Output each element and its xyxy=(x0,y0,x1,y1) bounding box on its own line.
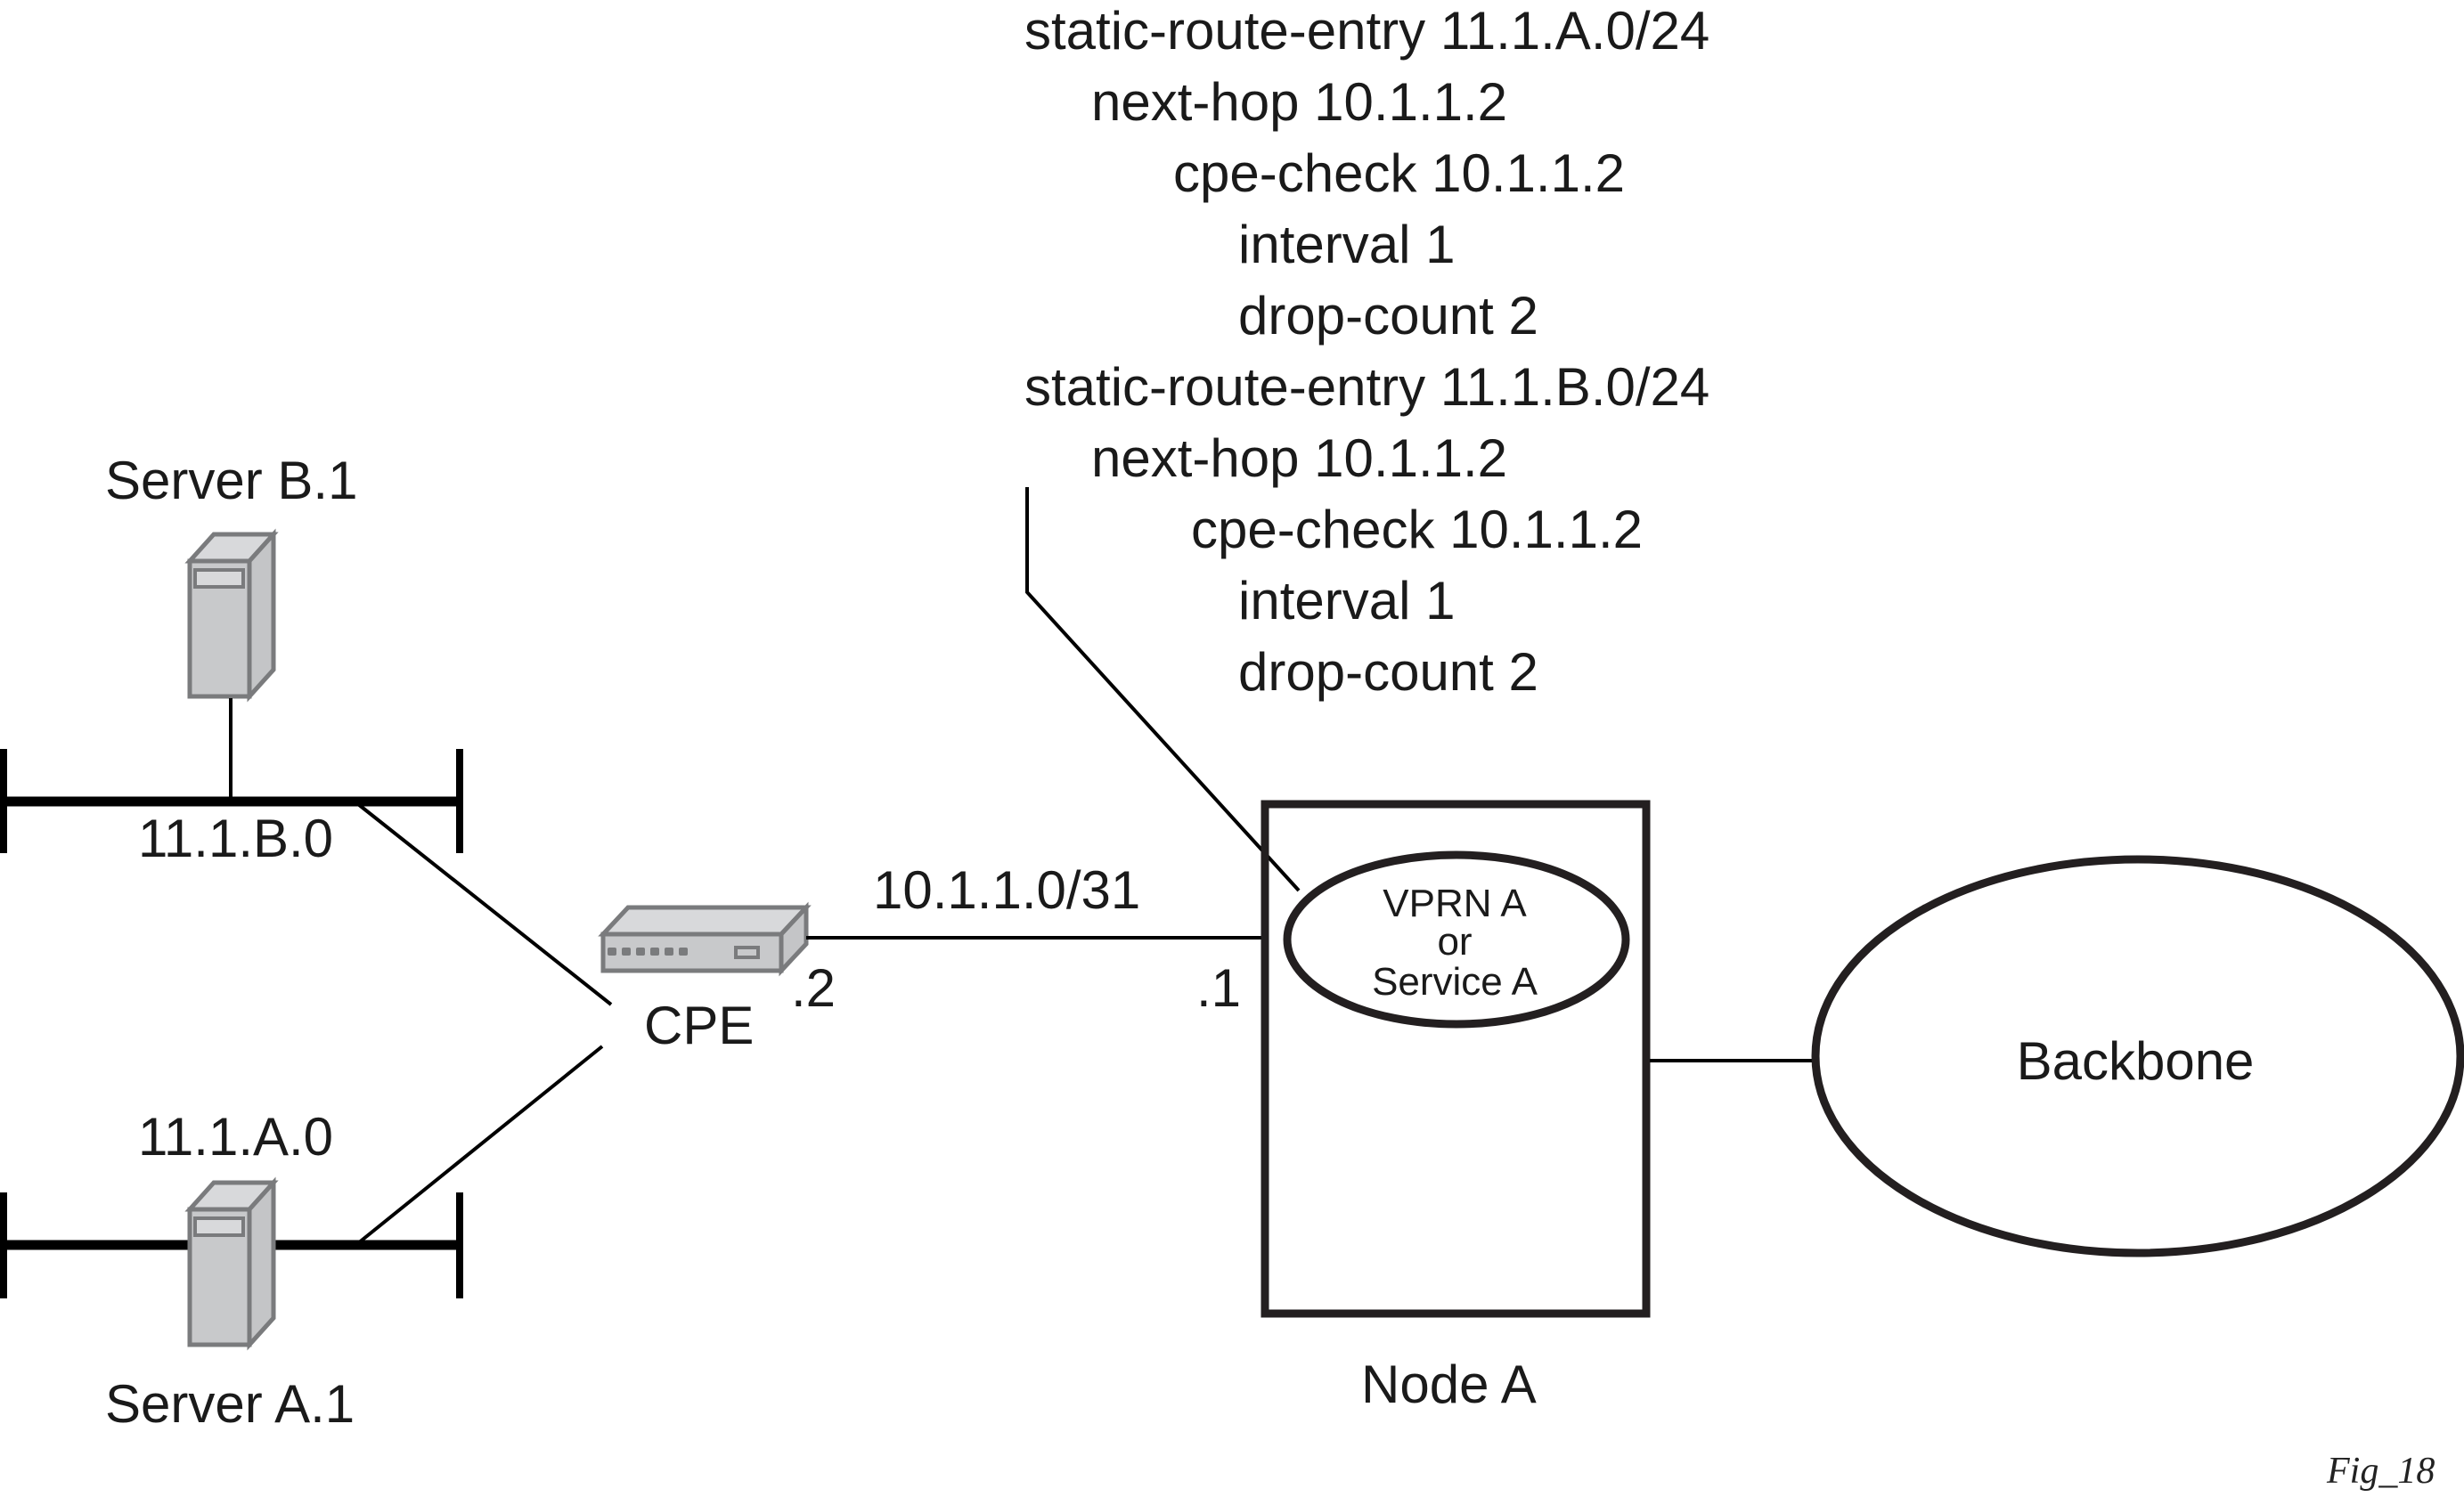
config-line-drop-count-b: drop-count 2 xyxy=(1238,642,1538,702)
backbone-cloud xyxy=(1811,855,2464,1257)
node-a-label: Node A xyxy=(1361,1355,1537,1414)
server-a-label: Server A.1 xyxy=(105,1374,355,1434)
subnet-a-label: 11.1.A.0 xyxy=(138,1107,333,1167)
config-block: static-route-entry 11.1.A.0/24 next-hop … xyxy=(1024,1,1709,702)
config-line-static-route-a: static-route-entry 11.1.A.0/24 xyxy=(1024,1,1709,61)
config-line-cpe-check-a: cpe-check 10.1.1.2 xyxy=(1173,143,1625,203)
config-line-interval-a: interval 1 xyxy=(1238,215,1455,274)
cpe-address-label: .2 xyxy=(791,958,836,1018)
vprn-label: VPRN A xyxy=(1383,882,1527,925)
vprn-service-ellipse xyxy=(1283,850,1630,1029)
config-leader-line xyxy=(1025,487,1301,892)
server-b-icon xyxy=(184,528,279,703)
backbone-label: Backbone xyxy=(2017,1031,2255,1091)
vprn-or-label: or xyxy=(1437,920,1472,964)
link-subnet-b-to-cpe xyxy=(356,802,613,1006)
node-address-label: .1 xyxy=(1196,958,1241,1018)
cpe-label: CPE xyxy=(644,996,754,1055)
link-subnet-a-to-cpe xyxy=(356,1045,604,1245)
config-line-cpe-check-b: cpe-check 10.1.1.2 xyxy=(1191,500,1643,559)
link-subnet-label: 10.1.1.0/31 xyxy=(873,860,1140,920)
server-b-label: Server B.1 xyxy=(105,451,357,510)
config-line-static-route-b: static-route-entry 11.1.B.0/24 xyxy=(1024,357,1709,417)
cpe-router-icon xyxy=(598,901,812,977)
config-line-interval-b: interval 1 xyxy=(1238,571,1455,631)
config-line-next-hop-a: next-hop 10.1.1.2 xyxy=(1091,72,1507,132)
figure-label: Fig_18 xyxy=(2326,1451,2435,1492)
subnet-b-label: 11.1.B.0 xyxy=(138,809,333,868)
config-line-next-hop-b: next-hop 10.1.1.2 xyxy=(1091,428,1507,488)
node-a-box xyxy=(1261,800,1651,1318)
server-a-icon xyxy=(184,1176,279,1351)
config-line-drop-count-a: drop-count 2 xyxy=(1238,286,1538,346)
subnet-b-bus xyxy=(0,749,463,853)
service-label: Service A xyxy=(1372,960,1538,1004)
